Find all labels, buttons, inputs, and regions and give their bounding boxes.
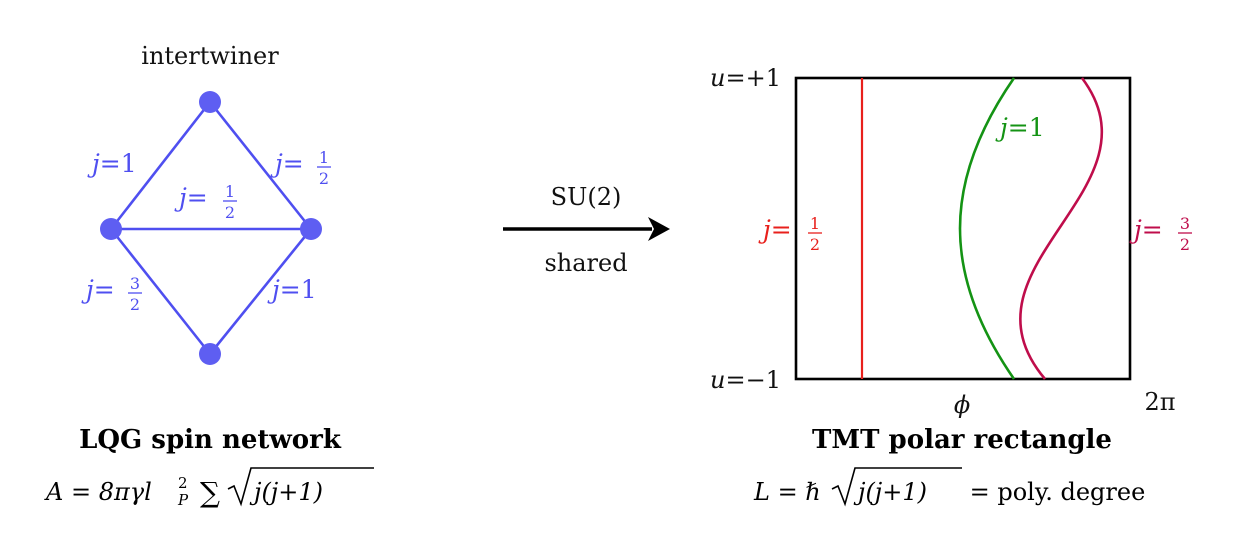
- degree-formula-prefix: L = ℏ: [753, 478, 821, 506]
- svg-text:2: 2: [1180, 235, 1190, 254]
- svg-text:∑: ∑: [200, 476, 220, 509]
- spin-label-bottom-left: j= 3 2: [81, 274, 142, 314]
- area-formula: A = 8πγl 2 P ∑ j(j+1): [44, 467, 374, 509]
- node-bottom: [199, 343, 221, 365]
- edge-top-left: [109, 101, 212, 230]
- spin-label-top-left: j=1: [87, 149, 137, 178]
- spin-label-bottom-right: j=1: [267, 275, 317, 304]
- edge-spin-labels: j=1 j= 1 2 j= 1 2 j= 3 2: [81, 148, 331, 314]
- arrow-bottom-label: shared: [544, 249, 627, 277]
- arrow-head: [648, 217, 670, 241]
- svg-text:j=: j=: [174, 183, 208, 212]
- svg-text:A = 8πγl: A = 8πγl: [44, 478, 152, 506]
- polar-rectangle: [794, 76, 1132, 381]
- svg-text:2: 2: [130, 295, 140, 314]
- svg-text:2: 2: [178, 474, 188, 492]
- curve-labels: j= 1 2 j=1 j= 3 2: [758, 113, 1192, 254]
- spin-network-nodes: [100, 91, 322, 365]
- su2-arrow-group: SU(2) shared: [503, 183, 670, 277]
- svg-text:P: P: [177, 491, 189, 509]
- curve-j-three-halves: [1019, 77, 1104, 380]
- node-left: [100, 218, 122, 240]
- svg-text:j(j+1): j(j+1): [853, 478, 927, 506]
- curve-label-j-one: j=1: [995, 113, 1045, 142]
- spin-network-edges: [109, 101, 313, 355]
- svg-text:2: 2: [810, 235, 820, 254]
- intertwiner-label: intertwiner: [141, 42, 279, 70]
- two-pi-label: 2π: [1144, 388, 1175, 416]
- spin-label-top-right: j= 1 2: [270, 148, 331, 188]
- edge-bottom-left: [109, 228, 212, 355]
- polar-rectangle-title: TMT polar rectangle: [812, 425, 1112, 455]
- svg-text:j=: j=: [270, 149, 304, 178]
- svg-text:3: 3: [130, 274, 140, 293]
- svg-text:= poly. degree: = poly. degree: [962, 478, 1145, 506]
- node-top: [199, 91, 221, 113]
- svg-text:j=: j=: [1129, 215, 1163, 244]
- svg-text:j=: j=: [758, 215, 792, 244]
- u-bottom-label: u=−1: [710, 366, 781, 394]
- svg-text:1: 1: [225, 182, 235, 201]
- curve-j-one: [958, 77, 1016, 380]
- polar-rectangle-panel: u=+1 u=−1 j= 1 2 j=1 j= 3 2: [710, 64, 1192, 507]
- spin-label-middle: j= 1 2: [174, 182, 237, 222]
- curve-label-j-half: j= 1 2: [758, 214, 822, 254]
- svg-text:2: 2: [225, 203, 235, 222]
- spin-network-panel: intertwiner j=1 j= 1 2: [44, 42, 374, 509]
- node-right: [300, 218, 322, 240]
- svg-text:2: 2: [319, 169, 329, 188]
- u-top-label: u=+1: [710, 64, 781, 92]
- svg-text:1: 1: [319, 148, 329, 167]
- curve-label-j-three-halves: j= 3 2: [1129, 214, 1192, 254]
- edge-bottom-right: [208, 228, 313, 355]
- svg-text:3: 3: [1180, 214, 1190, 233]
- spin-network-title: LQG spin network: [79, 425, 342, 455]
- degree-formula: L = ℏ j(j+1) = poly. degree: [753, 467, 1145, 507]
- svg-text:j=: j=: [81, 275, 115, 304]
- svg-text:j(j+1): j(j+1): [249, 478, 323, 506]
- svg-text:1: 1: [810, 214, 820, 233]
- phi-axis-label: ϕ: [954, 391, 970, 419]
- arrow-top-label: SU(2): [551, 183, 622, 211]
- edge-top-right: [208, 101, 313, 230]
